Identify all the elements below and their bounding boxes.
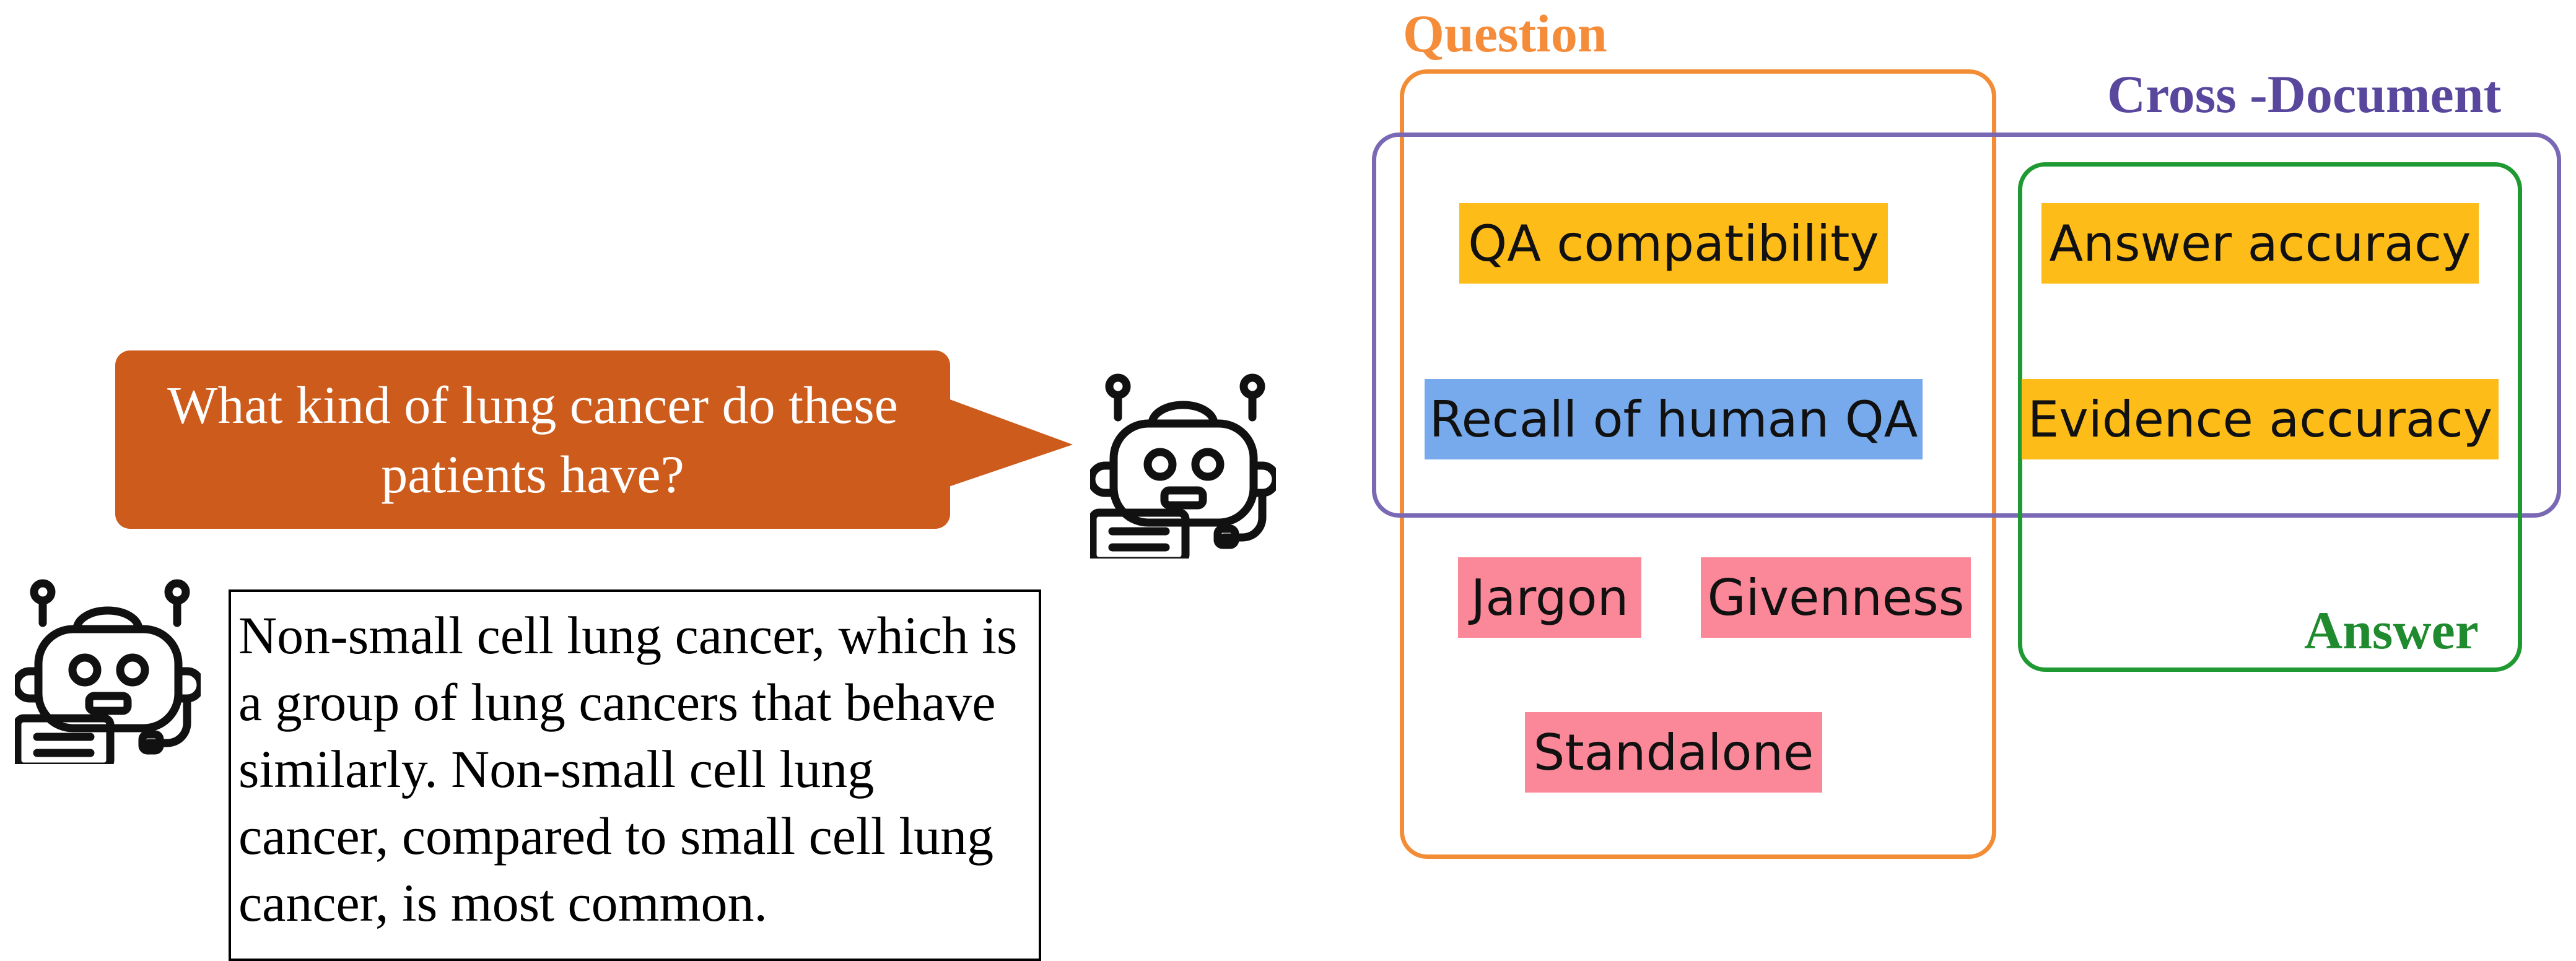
answer-region — [2018, 162, 2522, 672]
givenness-chip: Givenness — [1701, 557, 1971, 638]
question-region-label: Question — [1403, 4, 1607, 63]
qa-compatibility-chip: QA compatibility — [1459, 203, 1888, 284]
recall-human-qa-chip: Recall of human QA — [1425, 379, 1923, 459]
question-region — [1400, 69, 1996, 859]
question-bubble — [115, 350, 950, 529]
robot-chatbot-icon — [15, 579, 201, 764]
answer-region-label: Answer — [2304, 601, 2479, 660]
question-bubble-text: What kind of lung cancer do these patien… — [115, 350, 950, 529]
standalone-chip: Standalone — [1525, 712, 1822, 793]
jargon-chip: Jargon — [1458, 557, 1641, 638]
robot-chatbot-icon — [1090, 373, 1276, 559]
question-text: What kind of lung cancer do these patien… — [167, 375, 898, 504]
evidence-accuracy-chip: Evidence accuracy — [2022, 379, 2499, 459]
cross-document-region-label: Cross -Document — [2107, 64, 2502, 124]
cross-document-region — [1372, 133, 2561, 518]
answer-text: Non-small cell lung cancer, which is a g… — [238, 606, 1018, 933]
answer-accuracy-chip: Answer accuracy — [2041, 203, 2479, 284]
